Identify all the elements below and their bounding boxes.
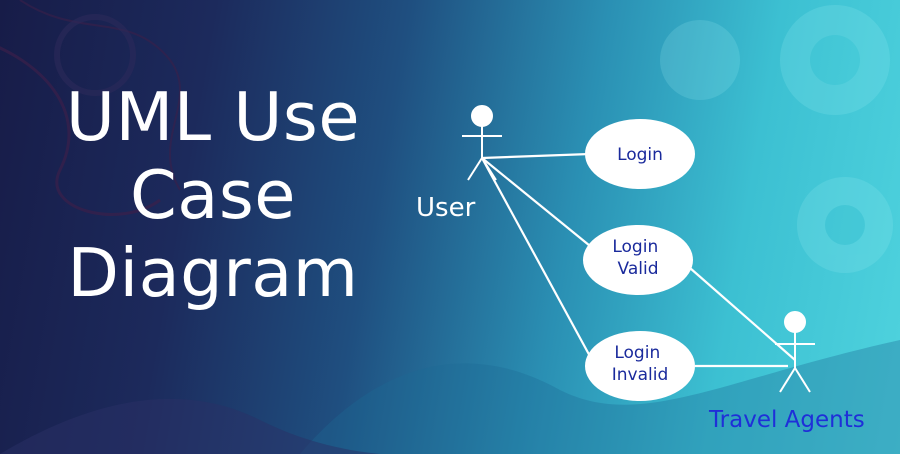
association-valid-travel-agents [689, 267, 796, 361]
user-actor-icon [462, 105, 502, 181]
usecase-login-invalid-label: Login Invalid [612, 343, 669, 385]
usecase-login-invalid-line: Invalid [612, 365, 669, 385]
association-user-login-invalid [481, 157, 593, 361]
background-wave [300, 340, 900, 454]
background-wave [0, 398, 380, 454]
usecase-login [585, 119, 695, 189]
association-user-login-valid [481, 157, 596, 251]
background-gear [660, 5, 893, 273]
usecase-login-valid-line: Login [612, 237, 658, 257]
usecase-login-valid-label: Login Valid [612, 237, 663, 279]
usecase-login-invalid-line: Login [614, 343, 660, 363]
background-ring [54, 14, 136, 96]
usecase-login-invalid [585, 331, 695, 401]
travel-agents-actor-icon [775, 311, 815, 393]
usecase-login-valid-line: Valid [618, 259, 659, 279]
association-user-login [481, 152, 591, 160]
background-swirl [0, 46, 161, 216]
title-line: Diagram [67, 234, 359, 312]
diagram-title: UML Use Case Diagram [0, 78, 426, 312]
usecase-login-valid [583, 225, 693, 295]
usecase-login-label: Login [617, 145, 663, 165]
actor-label-travel-agents: Travel Agents [708, 407, 865, 433]
actor-label-user: User [416, 193, 476, 223]
title-line: Case [130, 156, 296, 234]
title-line: UML Use [65, 78, 361, 156]
